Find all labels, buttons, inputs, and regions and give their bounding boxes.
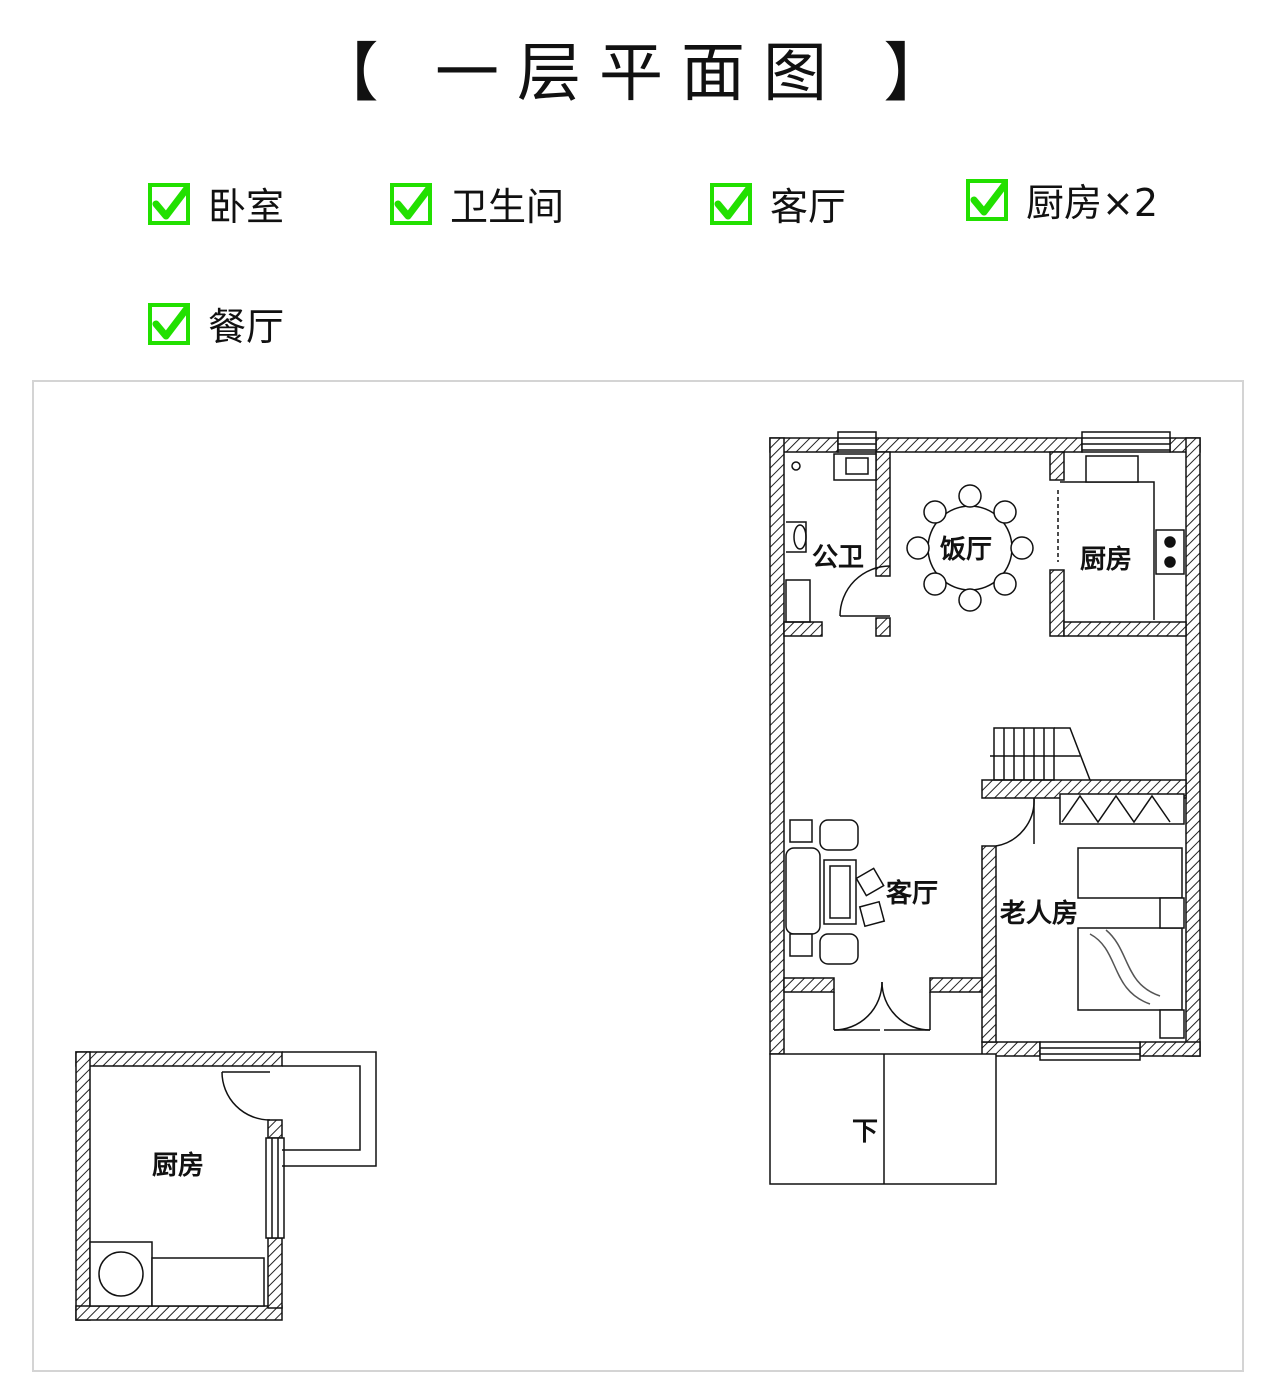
wall	[875, 451, 891, 577]
feature-item-bathroom: 卫生间	[390, 176, 564, 231]
room-label-elder-room: 老人房	[1000, 899, 1078, 929]
wall	[75, 1305, 283, 1321]
wall	[783, 977, 835, 993]
door-arc	[221, 1071, 271, 1121]
kitchen-sink-icon	[1085, 455, 1139, 483]
wall	[75, 1051, 283, 1067]
feature-label: 卧室	[208, 185, 285, 229]
outer-path	[282, 1051, 377, 1167]
room-label-dining: 饭厅	[940, 535, 992, 565]
porch	[769, 1053, 997, 1185]
feature-item-bedroom: 卧室	[148, 176, 284, 231]
wall	[929, 977, 983, 993]
feature-item-living-room: 客厅	[710, 176, 846, 231]
wall	[1185, 437, 1201, 1057]
wall	[783, 621, 823, 637]
room-label-public-bath: 公卫	[812, 543, 864, 573]
wall	[1063, 621, 1187, 637]
wardrobe-icon	[1059, 793, 1185, 825]
bed-icon	[1077, 847, 1183, 899]
checkbox-checked-icon	[966, 178, 1008, 221]
wall	[981, 845, 997, 1043]
wall	[267, 1237, 283, 1309]
checkbox-checked-icon	[148, 182, 190, 225]
room-label-kitchen: 厨房	[1080, 545, 1132, 575]
wall	[875, 617, 891, 637]
wall	[769, 437, 785, 1055]
feature-label: 厨房×2	[1026, 181, 1159, 225]
wall	[1049, 569, 1065, 637]
annex-kitchen	[75, 1051, 377, 1321]
staircase-icon	[990, 727, 1091, 781]
wall	[1049, 451, 1065, 481]
feature-label: 餐厅	[208, 305, 285, 349]
door-arc	[995, 797, 1035, 847]
floor-drain-icon	[791, 461, 801, 471]
window	[1039, 1041, 1141, 1061]
door-arc	[881, 981, 931, 1031]
door-arc	[839, 565, 891, 617]
floor-plan-frame	[32, 380, 1244, 1372]
window	[837, 431, 877, 453]
wall	[267, 1119, 283, 1139]
stairs-down-label: 下	[852, 1117, 878, 1147]
nightstand-icon	[1159, 1009, 1185, 1039]
feature-item-kitchen: 厨房×2	[966, 172, 1158, 227]
wall	[75, 1051, 91, 1321]
sofa-set-icon	[785, 819, 886, 965]
room-label-living: 客厅	[886, 878, 938, 909]
page-title: 【 一层平面图 】	[314, 37, 966, 111]
counter	[151, 1257, 265, 1307]
wall	[875, 437, 1083, 453]
feature-item-dining: 餐厅	[148, 296, 284, 351]
wall	[1139, 1041, 1201, 1057]
washbasin-icon	[785, 579, 811, 623]
room-label-annex-kitchen: 厨房	[152, 1151, 204, 1181]
feature-label: 客厅	[770, 185, 847, 229]
nightstand-icon	[1159, 897, 1185, 929]
checkbox-checked-icon	[390, 182, 432, 225]
checkbox-checked-icon	[710, 182, 752, 225]
main-house	[769, 431, 1201, 1185]
dining-table-icon	[906, 484, 1034, 612]
window	[265, 1137, 285, 1239]
checkbox-checked-icon	[148, 302, 190, 345]
door-arc	[833, 981, 883, 1031]
window	[1081, 431, 1171, 453]
feature-label: 卫生间	[450, 185, 565, 229]
